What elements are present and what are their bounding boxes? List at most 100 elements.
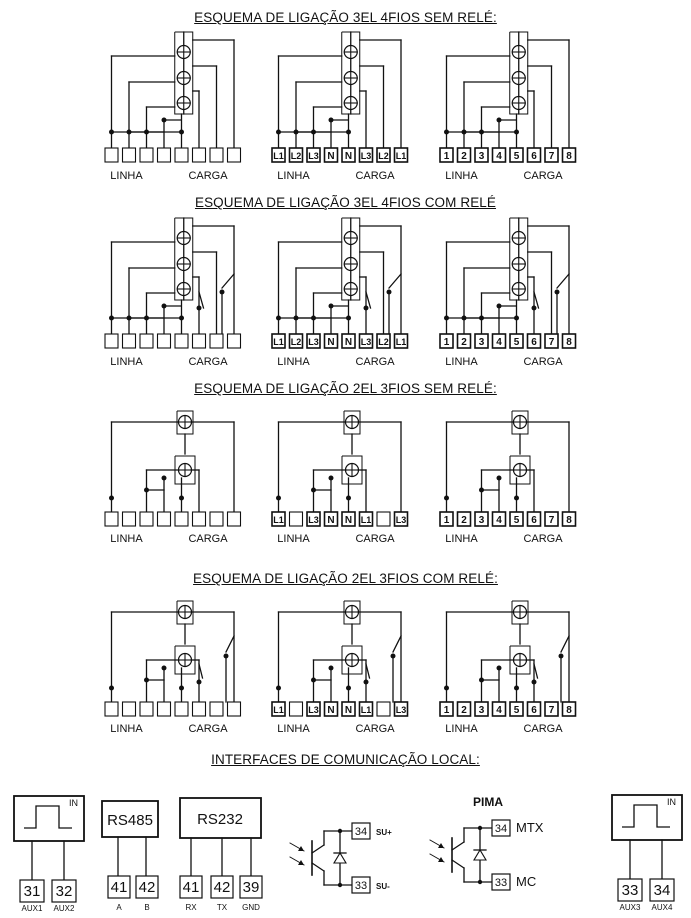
diode-symbol (473, 848, 487, 861)
terminal-6 (358, 333, 374, 349)
terminal-2 (121, 333, 137, 349)
junction-dot (531, 305, 537, 311)
terminal-6 (191, 333, 207, 349)
terminal-number: 34 (495, 823, 507, 835)
terminal-label: N (345, 337, 352, 348)
junction-dot (179, 685, 184, 691)
junction-dot (196, 679, 202, 685)
terminal-3 (474, 147, 489, 163)
terminal-label: 1 (444, 337, 450, 348)
wire (509, 31, 529, 115)
terminal-7 (376, 147, 391, 163)
junction-dot (161, 303, 167, 309)
in-label: IN (667, 797, 676, 807)
terminal-5 (341, 511, 356, 527)
junction-dot (496, 475, 502, 481)
junction-dot (161, 475, 167, 481)
light-arrow (438, 857, 444, 862)
wire (365, 663, 371, 679)
terminal-8 (226, 147, 242, 163)
terminal-sub-label: GND (242, 903, 260, 912)
terminal-label: L1 (273, 515, 284, 525)
terminal-6 (358, 511, 374, 527)
terminal-box (617, 878, 643, 902)
terminal-sub-label: RX (185, 903, 197, 912)
terminal-2 (288, 333, 304, 349)
junction-dot (328, 117, 334, 123)
terminal-label: N (345, 705, 352, 716)
terminal-1 (439, 333, 454, 349)
junction-dot (196, 305, 202, 311)
terminal-label: 4 (496, 515, 502, 526)
terminal-sub-label: AUX1 (22, 904, 43, 913)
terminal-1 (271, 333, 286, 349)
terminal-label: 1 (444, 151, 450, 162)
terminal-3 (139, 147, 154, 163)
terminal-number: 41 (111, 879, 128, 896)
wire (509, 645, 531, 675)
terminal-box (135, 875, 159, 899)
terminal-label: N (327, 705, 334, 716)
wire (451, 841, 465, 851)
terminal-2 (456, 511, 472, 527)
terminal-4 (323, 147, 339, 163)
terminal-8 (393, 147, 409, 163)
rs485-box (101, 800, 159, 838)
junction-dot (346, 315, 351, 321)
terminal-3 (474, 333, 489, 349)
light-arrow (298, 846, 304, 851)
terminal-label: 8 (566, 337, 572, 348)
carga-label: CARGA (523, 356, 563, 368)
terminal-label: 3 (479, 515, 485, 526)
terminal-8 (561, 511, 577, 527)
terminal-4 (323, 701, 339, 717)
terminal-1 (271, 147, 286, 163)
linha-label: LINHA (277, 170, 310, 182)
title-3el-4fios-com-rele: ESQUEMA DE LIGAÇÃO 3EL 4FIOS COM RELÉ (194, 195, 497, 210)
terminal-box (107, 875, 131, 899)
terminal-2 (288, 511, 304, 527)
wire (388, 273, 402, 289)
terminal-sub-label: AUX4 (652, 903, 673, 912)
terminal-8 (393, 701, 409, 717)
terminal-number: 33 (495, 877, 507, 889)
rs485-title: RS485 (107, 812, 153, 829)
terminal-1 (271, 701, 286, 717)
carga-label: CARGA (188, 723, 228, 735)
wire (176, 410, 194, 435)
diode-symbol (333, 851, 347, 864)
terminal-1 (439, 701, 454, 717)
junction-dot (328, 303, 334, 309)
junction-dot (346, 495, 351, 501)
terminal-1 (104, 701, 119, 717)
terminal-8 (561, 147, 577, 163)
junction-dot (179, 315, 184, 321)
terminal-6 (358, 701, 374, 717)
terminal-1 (104, 333, 119, 349)
wire (451, 859, 465, 869)
terminal-5 (174, 147, 189, 163)
terminal-label: L2 (291, 151, 302, 161)
terminal-label: N (327, 515, 334, 526)
terminal-label: 6 (531, 705, 537, 716)
terminal-3 (306, 333, 321, 349)
wire (343, 600, 361, 625)
linha-label: LINHA (110, 723, 143, 735)
terminal-5 (174, 511, 189, 527)
terminal-label: L3 (308, 337, 319, 347)
terminal-label: 5 (514, 151, 520, 162)
terminal-7 (376, 701, 391, 717)
terminal-3 (306, 511, 321, 527)
terminal-box (51, 879, 77, 903)
terminal-number: 32 (56, 883, 73, 900)
linha-label: LINHA (110, 170, 143, 182)
terminal-7 (209, 511, 224, 527)
